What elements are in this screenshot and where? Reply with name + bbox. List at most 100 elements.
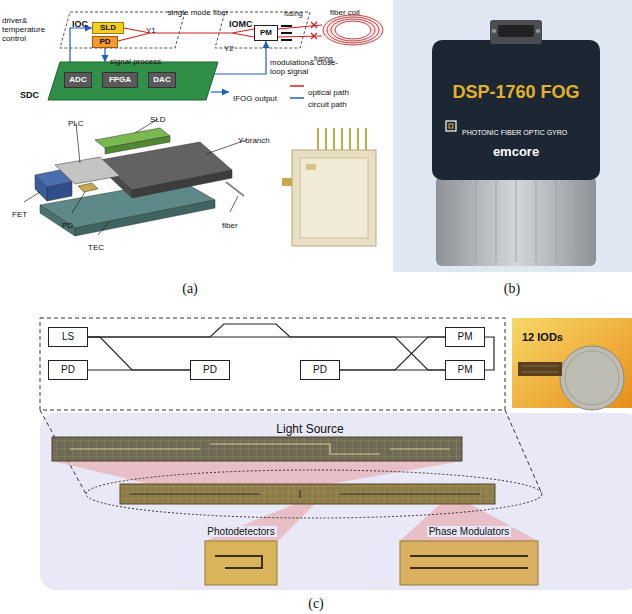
label-anchor: optical path — [308, 81, 349, 99]
connector — [88, 324, 445, 337]
label-anchor: driver& temperature control — [2, 16, 58, 44]
connector — [88, 337, 445, 370]
node-text: IOMC — [229, 19, 253, 29]
part-label: Phase Modulators — [427, 526, 512, 537]
region-shape — [215, 12, 310, 48]
edge-label: driver& temperature control — [2, 16, 58, 44]
connector — [178, 32, 219, 33]
node-text: PD — [313, 364, 327, 376]
part-label: PD — [62, 221, 73, 230]
connector — [340, 369, 445, 370]
label-anchor: (a) — [182, 279, 198, 297]
chip-photo — [282, 128, 376, 246]
connector — [485, 337, 494, 370]
process-box: LS — [48, 327, 88, 347]
label-anchor: signal process — [110, 50, 161, 68]
node-text: PD — [99, 37, 110, 46]
label-anchor: modulation& close-loop signal — [270, 58, 348, 76]
zoom-lines — [40, 410, 542, 494]
node-text: PM — [458, 364, 473, 376]
label-anchor: Y-branch — [238, 129, 270, 147]
panel-label: (b) — [504, 281, 520, 296]
label-anchor: (c) — [308, 594, 324, 612]
chip-region: IOMC PM — [215, 12, 310, 48]
label-anchor: PHOTONIC FIBER OPTIC GYRO — [462, 121, 567, 139]
label-anchor: Photodetectors — [205, 521, 276, 539]
node-text: PD — [61, 364, 75, 376]
product-photo — [393, 0, 632, 272]
optical-waveguide — [118, 22, 322, 41]
junction-label: Y1 — [146, 26, 156, 35]
node-text: FPGA — [109, 75, 131, 84]
label-anchor: circuit path — [308, 93, 347, 111]
label-anchor: DSP-1760 FOG — [452, 82, 579, 103]
node-text: IOC — [72, 19, 88, 29]
region-shape — [48, 62, 218, 100]
process-box: PD — [48, 360, 88, 380]
legend-line — [290, 85, 304, 87]
part-label: Y-branch — [238, 136, 270, 145]
node-text: SDC — [20, 90, 39, 100]
label-anchor: PLC — [68, 112, 84, 130]
part-label: PLC — [68, 119, 84, 128]
label-anchor: IFOG output — [233, 87, 277, 105]
signal-label: IFOG output — [233, 94, 277, 103]
chip-box: ADC — [64, 72, 92, 88]
chip-box: DAC — [148, 72, 176, 88]
label-anchor: single mode fiber — [168, 1, 229, 19]
connector — [340, 337, 445, 370]
process-box: PM — [445, 327, 485, 347]
label-anchor: fusing — [284, 2, 303, 20]
chip-micrograph — [52, 437, 542, 585]
label-anchor: Y2 — [224, 37, 234, 55]
fiber-coil — [323, 15, 383, 45]
detector-box: PD — [92, 36, 118, 48]
part-label: SLD — [150, 115, 166, 124]
part-label: Photodetectors — [205, 526, 276, 537]
label-anchor: Phase Modulators — [427, 521, 512, 539]
chip-region: IOC SLD PD — [60, 12, 185, 48]
label-anchor: TEC — [88, 236, 104, 254]
edge-label: modulation& close-loop signal — [270, 58, 348, 76]
iod-photo — [512, 318, 632, 410]
label-anchor: 12 IODs — [522, 327, 563, 345]
label-anchor: SLD — [150, 108, 166, 126]
label-anchor: PD — [62, 214, 73, 232]
node-text: PM — [260, 28, 272, 37]
panel-label: (c) — [308, 596, 324, 611]
edge-label: signal process — [110, 57, 161, 66]
node-text: PD — [203, 364, 217, 376]
label-anchor: FET — [12, 203, 27, 221]
part-label: fiber coil — [330, 8, 360, 17]
product-subtitle: PHOTONIC FIBER OPTIC GYRO — [462, 129, 567, 136]
label-anchor: fiber coil — [330, 1, 360, 19]
output-arrow — [211, 91, 229, 92]
brand-name: emcore — [493, 144, 539, 159]
connector — [88, 337, 190, 370]
circuit-board: SDCADCFPGADAC — [48, 62, 218, 100]
region-shape — [60, 12, 185, 48]
photo-label: 12 IODs — [522, 331, 563, 343]
panel-label: (a) — [182, 281, 198, 296]
node-text: ADC — [69, 75, 86, 84]
source-box: SLD — [92, 22, 124, 34]
electrode-bars — [281, 25, 292, 41]
node-text: DAC — [153, 75, 170, 84]
connector — [104, 48, 105, 62]
node-text: SLD — [100, 23, 116, 32]
label-anchor: (b) — [504, 279, 520, 297]
connector — [214, 41, 266, 74]
process-box: PM — [445, 360, 485, 380]
label-anchor: emcore — [493, 142, 539, 160]
panel — [40, 413, 632, 590]
part-label: Light Source — [276, 422, 343, 436]
product-name: DSP-1760 FOG — [452, 82, 579, 102]
connector — [70, 28, 92, 62]
leader-line — [24, 119, 246, 235]
chip-box: FPGA — [102, 72, 138, 88]
process-box: PD — [300, 360, 340, 380]
junction-label: Y2 — [224, 44, 234, 53]
label-anchor: fiber — [222, 214, 238, 232]
